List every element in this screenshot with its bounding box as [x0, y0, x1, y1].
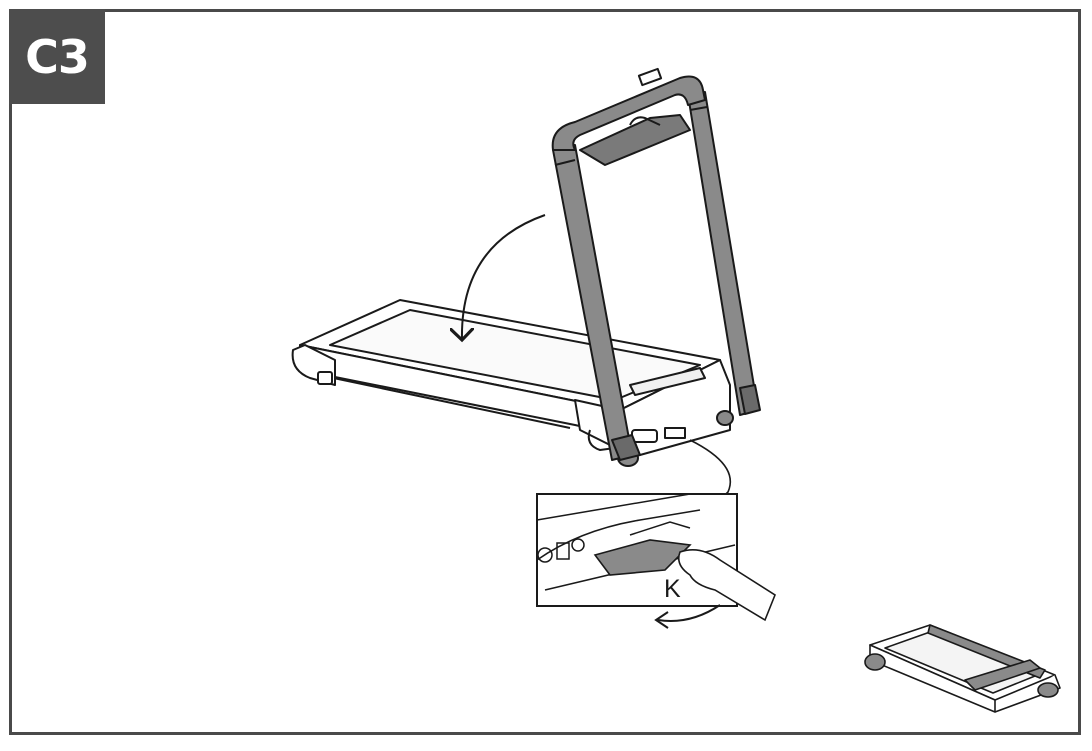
- release-arrow-icon: [657, 604, 721, 622]
- treadmill-base: [291, 299, 734, 467]
- part-label-k: K: [664, 575, 681, 603]
- step-badge: C3: [9, 9, 105, 104]
- folded-treadmill-thumbnail: [864, 624, 1061, 713]
- detail-callout: [536, 493, 738, 607]
- upright-handle-frame: [551, 67, 761, 461]
- hand-icon: [677, 549, 776, 622]
- fold-arrow-icon: [462, 214, 546, 340]
